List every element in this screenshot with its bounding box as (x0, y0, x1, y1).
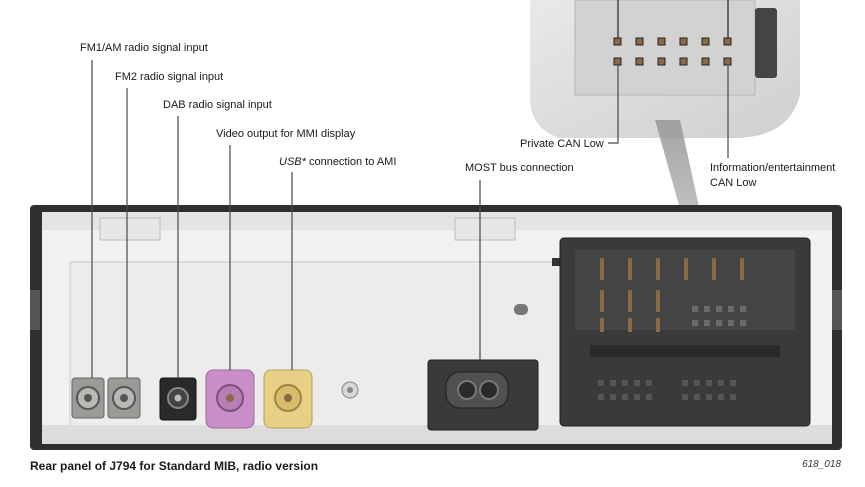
zoom-inset (530, 0, 800, 138)
callout-usb: USB* connection to AMI (279, 156, 396, 168)
callout-usb-prefix: USB* (279, 156, 307, 168)
callout-fm1: FM1/AM radio signal input (80, 42, 208, 54)
callout-info-can-line1: Information/entertainment (710, 162, 835, 174)
most-connector (427, 359, 539, 431)
fm2-connector (107, 377, 141, 419)
main-connector-block (559, 237, 811, 427)
callout-video: Video output for MMI display (216, 128, 356, 140)
figure-id: 618_018 (802, 459, 841, 470)
callout-private-can: Private CAN Low (520, 138, 604, 150)
dab-connector (159, 377, 197, 421)
fm1-connector (71, 377, 105, 419)
video-connector (205, 369, 255, 429)
usb-connector (263, 369, 313, 429)
callout-usb-rest: connection to AMI (306, 156, 397, 168)
callout-dab: DAB radio signal input (163, 99, 272, 111)
figure-caption: Rear panel of J794 for Standard MIB, rad… (30, 459, 319, 473)
leader-lines (91, 60, 729, 378)
callout-info-can-line2: CAN Low (710, 177, 757, 189)
callout-most: MOST bus connection (465, 162, 574, 174)
callout-fm2: FM2 radio signal input (115, 71, 223, 83)
